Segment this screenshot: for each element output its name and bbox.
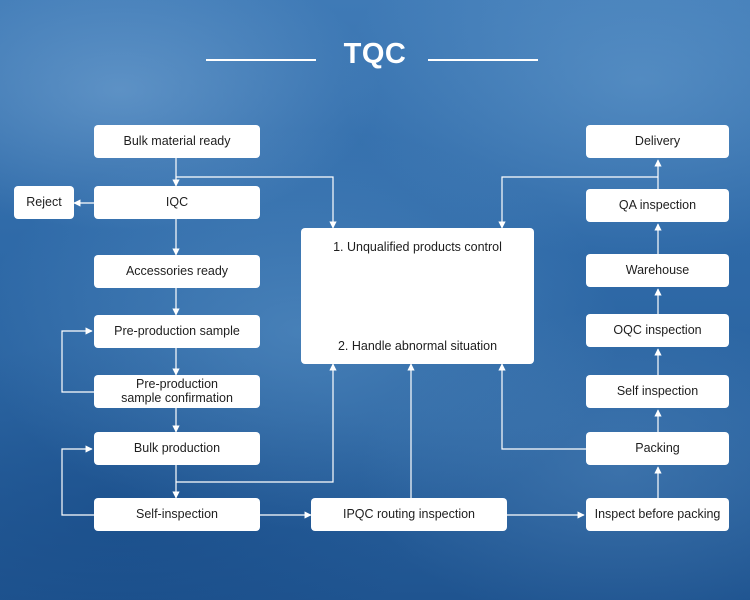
control-box: 1. Unqualified products control 2. Handl… <box>301 228 534 364</box>
arrow-packing-to-control <box>498 363 586 450</box>
title-rule-right <box>428 59 538 61</box>
node-confirmation-line1: Pre-production <box>136 377 218 392</box>
node-pre-production-sample: Pre-production sample <box>94 315 260 348</box>
node-oqc-inspection: OQC inspection <box>586 314 729 347</box>
loop-self-to-bulk <box>61 445 94 516</box>
diagram-title: TQC <box>343 38 407 70</box>
node-self-inspection-right: Self inspection <box>586 375 729 408</box>
node-bulk-production: Bulk production <box>94 432 260 465</box>
node-accessories-ready: Accessories ready <box>94 255 260 288</box>
node-ipqc-routing-inspection: IPQC routing inspection <box>311 498 507 531</box>
loop-confirmation-to-sample <box>61 327 94 393</box>
node-self-inspection: Self-inspection <box>94 498 260 531</box>
control-item-abnormal: 2. Handle abnormal situation <box>337 339 498 353</box>
control-item-unqualified: 1. Unqualified products control <box>333 240 502 254</box>
arrow-bulk-production-to-control <box>176 363 337 483</box>
node-confirmation-line2: sample confirmation <box>121 390 233 405</box>
node-packing: Packing <box>586 432 729 465</box>
node-pre-production-confirmation: Pre-production sample confirmation <box>94 375 260 408</box>
title-rule-left <box>206 59 316 61</box>
node-inspect-before-packing: Inspect before packing <box>586 498 729 531</box>
arrow-bulk-to-control <box>176 176 337 229</box>
node-delivery: Delivery <box>586 125 729 158</box>
arrow-qa-to-control <box>498 176 658 229</box>
node-bulk-material-ready: Bulk material ready <box>94 125 260 158</box>
node-iqc: IQC <box>94 186 260 219</box>
node-reject: Reject <box>14 186 74 219</box>
node-warehouse: Warehouse <box>586 254 729 287</box>
node-qa-inspection: QA inspection <box>586 189 729 222</box>
